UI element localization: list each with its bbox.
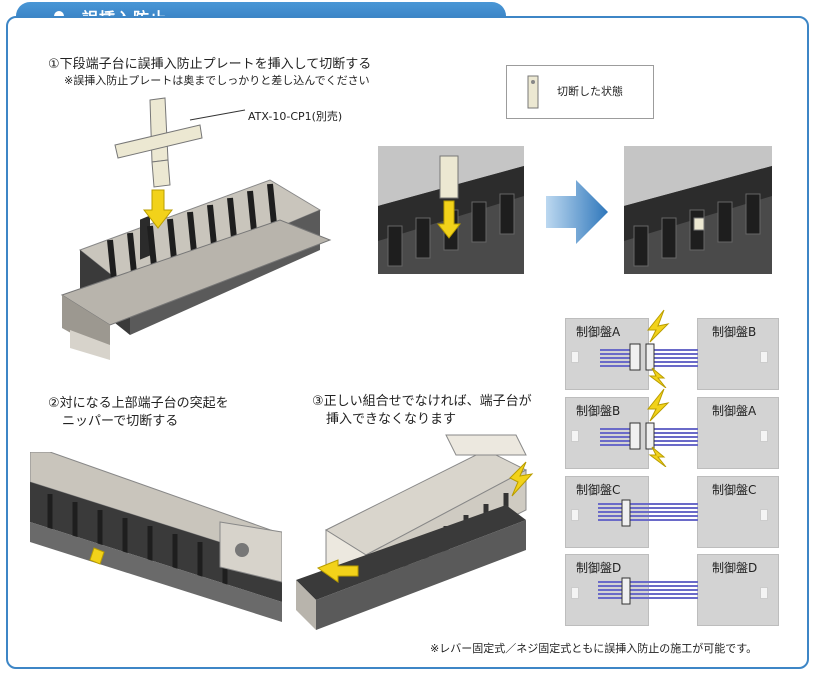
panel-slot — [571, 587, 579, 599]
panel-label: 制御盤A — [712, 404, 757, 418]
panel-slot — [571, 351, 579, 363]
panel-slot — [571, 430, 579, 442]
panel-label: 制御盤C — [576, 483, 621, 497]
panel-slot — [571, 509, 579, 521]
mismatch-cable-2 — [600, 388, 698, 467]
matched-cable-3 — [598, 499, 698, 527]
footer-note: ※レバー固定式／ネジ固定式ともに誤挿入防止の施工が可能です。 — [430, 642, 758, 655]
step2-line2: ニッパーで切断する — [62, 414, 179, 429]
panel-slot — [760, 351, 768, 363]
mismatch-cable-1 — [600, 309, 698, 388]
panel-c-right: 制御盤C — [697, 476, 779, 548]
step2-line1: ②対になる上部端子台の突起を — [48, 396, 229, 411]
upper-terminal-illustration — [30, 452, 282, 622]
panel-label: 制御盤D — [576, 561, 622, 575]
panel-a-right: 制御盤A — [697, 397, 779, 469]
cut-state-label: 切断した状態 — [557, 85, 623, 98]
cut-plate-icon — [527, 75, 539, 109]
plate-insert-photo — [378, 146, 524, 274]
panel-d-right: 制御盤D — [697, 554, 779, 626]
panel-label: 制御盤A — [576, 325, 621, 339]
panel-label: 制御盤C — [712, 483, 757, 497]
cut-result-photo — [624, 146, 772, 274]
panel-slot — [760, 509, 768, 521]
panel-label: 制御盤B — [576, 404, 621, 418]
panel-slot — [760, 587, 768, 599]
step1-note: ※誤挿入防止プレートは奥までしっかりと差し込んでください — [64, 74, 370, 87]
step1-text: ①下段端子台に誤挿入防止プレートを挿入して切断する — [48, 57, 372, 72]
step3-line2: 挿入できなくなります — [326, 412, 457, 427]
terminal-block-illustration-1 — [60, 97, 332, 360]
right-arrow-icon — [546, 180, 608, 244]
panel-label: 制御盤D — [712, 561, 758, 575]
mismatch-illustration — [296, 434, 534, 630]
matched-cable-4 — [598, 577, 698, 605]
panel-label: 制御盤B — [712, 325, 757, 339]
part-label: ATX-10-CP1(別売) — [248, 110, 343, 123]
step3-line1: ③正しい組合せでなければ、端子台が — [312, 394, 532, 409]
panel-slot — [760, 430, 768, 442]
